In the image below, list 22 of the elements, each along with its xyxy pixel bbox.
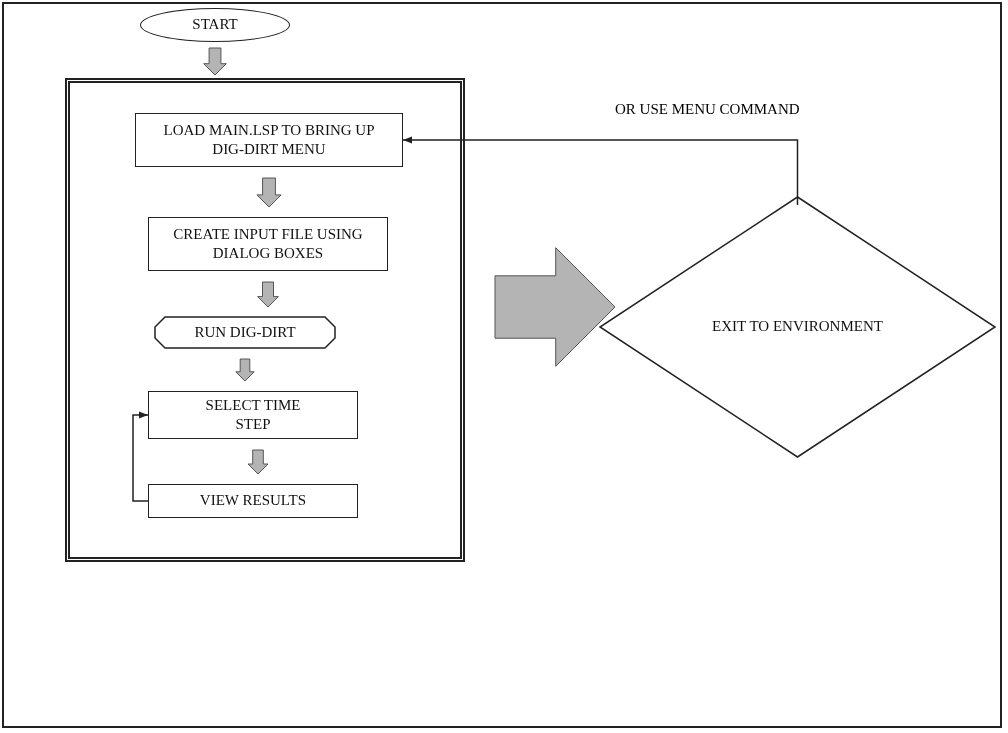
process-box — [148, 484, 358, 518]
block-arrow — [247, 449, 269, 475]
block-arrow — [257, 281, 279, 308]
process-box — [148, 217, 388, 271]
block-arrow — [256, 177, 282, 208]
decision-diamond — [600, 197, 995, 457]
process-group-box — [65, 78, 465, 562]
node-label: RUN DIG-DIRT — [194, 322, 296, 342]
node-label: LOAD MAIN.LSP TO BRING UP DIG-DIRT MENU — [162, 120, 376, 159]
node-label: EXIT TO ENVIRONMENT — [712, 317, 883, 337]
block-arrow — [203, 47, 227, 76]
block-arrow — [494, 247, 616, 367]
node-label: CREATE INPUT FILE USING DIALOG BOXES — [172, 224, 364, 263]
arrow — [132, 411, 149, 502]
block-arrow — [235, 358, 255, 382]
process-box — [148, 391, 358, 439]
run-terminal — [155, 317, 335, 348]
arrow — [402, 136, 799, 206]
node-label: START — [192, 15, 238, 35]
node-label: VIEW RESULTS — [199, 491, 307, 511]
node-label: SELECT TIME STEP — [204, 395, 302, 434]
process-box — [135, 113, 403, 167]
